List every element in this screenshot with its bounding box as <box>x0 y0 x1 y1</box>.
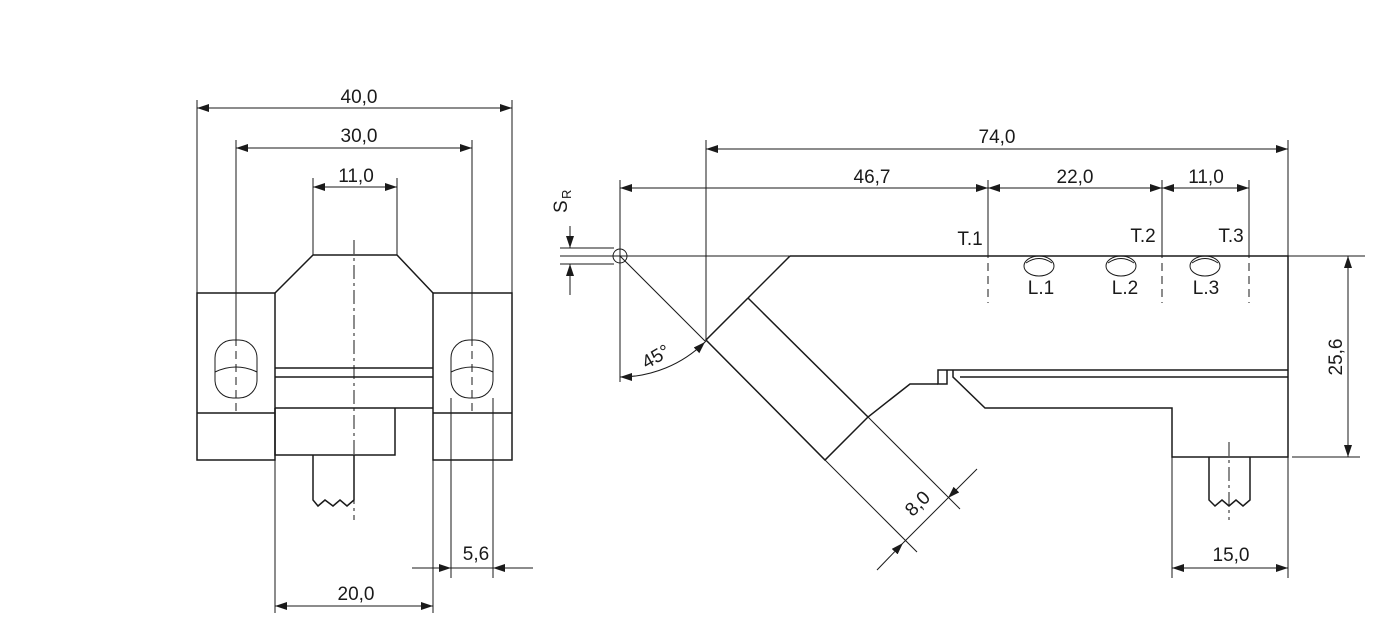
angle-label: 45° <box>639 341 674 374</box>
dim-line-8-a <box>947 468 978 499</box>
side-view: 74,0 46,7 22,0 11,0 T.1 T.2 T.3 L.1 L.2 … <box>551 127 1365 578</box>
tap-label-3: T.3 <box>1218 226 1243 247</box>
sensor-head <box>274 254 434 294</box>
sr-label: S R <box>551 190 574 213</box>
led-2 <box>1105 255 1137 277</box>
dim-46-7-label: 46,7 <box>854 167 891 188</box>
angle-arc <box>619 341 706 381</box>
dim-25-6-label: 25,6 <box>1326 339 1347 376</box>
sensor-body <box>274 408 396 456</box>
dim-11-front-label: 11,0 <box>338 166 374 187</box>
dim-74-label: 74,0 <box>979 127 1016 148</box>
svg-text:S: S <box>551 200 572 213</box>
svg-text:R: R <box>559 190 574 199</box>
led-1 <box>1023 255 1055 277</box>
led-3 <box>1189 255 1221 277</box>
led-label-3: L.3 <box>1193 278 1219 299</box>
dim-20-label: 20,0 <box>338 584 375 605</box>
dim-5-6-label: 5,6 <box>463 544 489 565</box>
led-label-1: L.1 <box>1028 278 1054 299</box>
angled-head <box>704 297 938 462</box>
dim-line-8-b <box>876 542 904 571</box>
dim-15-label: 15,0 <box>1213 545 1250 566</box>
dim-40-label: 40,0 <box>341 87 378 108</box>
tap-label-2: T.2 <box>1130 226 1155 247</box>
led-label-2: L.2 <box>1112 278 1138 299</box>
dim-30-label: 30,0 <box>341 126 378 147</box>
cable-stub <box>312 455 355 508</box>
dim-11-side-label: 11,0 <box>1188 167 1224 188</box>
tap-label-1: T.1 <box>957 229 982 250</box>
dim-22-label: 22,0 <box>1057 167 1094 188</box>
front-view: 40,0 30,0 11,0 5,6 20,0 <box>196 87 533 613</box>
